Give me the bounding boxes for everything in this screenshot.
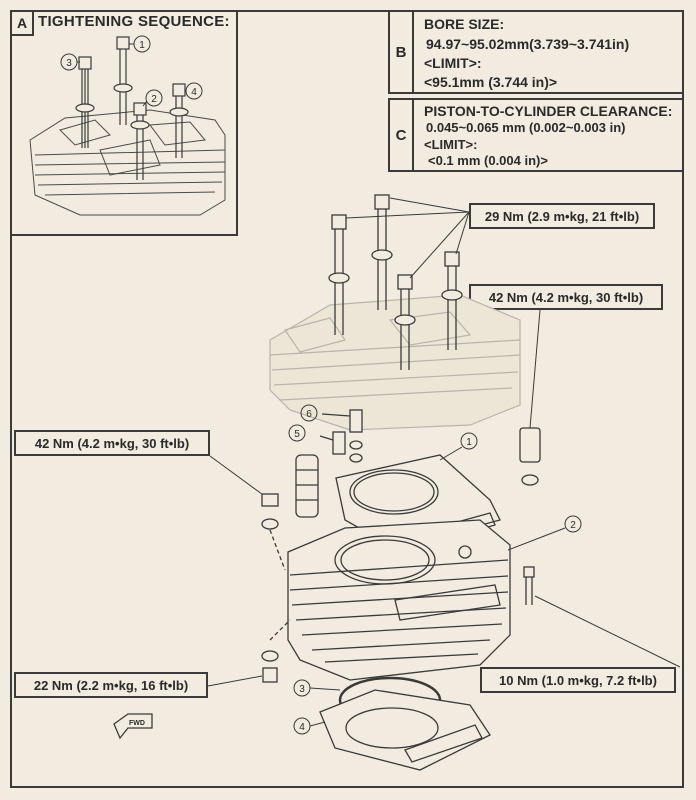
part-callout-6: 6 bbox=[306, 409, 312, 420]
part-callout-4: 4 bbox=[299, 722, 305, 733]
torque-leaders bbox=[207, 197, 681, 687]
torque-label-lower-nut: 22 Nm (2.2 m•kg, 16 ft•lb) bbox=[14, 672, 208, 698]
chain-guide bbox=[295, 454, 319, 518]
tightening-sequence-title: TIGHTENING SEQUENCE: bbox=[38, 13, 230, 30]
clearance-limit-value: <0.1 mm (0.004 in)> bbox=[428, 153, 548, 168]
part-callouts bbox=[288, 404, 582, 735]
head-nut-right bbox=[519, 427, 541, 486]
inset-callout-1: 1 bbox=[139, 40, 145, 51]
bore-size-value: 94.97~95.02mm(3.739~3.741in) bbox=[426, 36, 630, 52]
part-callout-2: 2 bbox=[570, 520, 576, 531]
page-frame bbox=[10, 10, 684, 788]
bore-limit-label: <LIMIT>: bbox=[424, 55, 482, 71]
torque-label-head-bolts: 29 Nm (2.9 m•kg, 21 ft•lb) bbox=[469, 203, 655, 229]
inset-sequence-callouts bbox=[60, 35, 203, 107]
bore-size-box: B BORE SIZE: 94.97~95.02mm(3.739~3.741in… bbox=[388, 10, 684, 94]
base-gasket bbox=[319, 689, 491, 771]
inset-callout-4: 4 bbox=[191, 87, 197, 98]
fwd-arrow-icon bbox=[113, 713, 153, 740]
part-callout-1: 1 bbox=[466, 437, 472, 448]
head-bolts bbox=[328, 194, 463, 370]
clearance-value: 0.045~0.065 mm (0.002~0.003 in) bbox=[426, 120, 626, 135]
inset-callout-2: 2 bbox=[151, 94, 157, 105]
part-callout-3: 3 bbox=[299, 684, 305, 695]
piston-clearance-box: C PISTON-TO-CYLINDER CLEARANCE: 0.045~0.… bbox=[388, 98, 684, 172]
dowel-pins bbox=[319, 409, 363, 463]
bore-size-title: BORE SIZE: bbox=[424, 16, 505, 32]
box-a-letter: A bbox=[12, 12, 34, 36]
clearance-limit-label: <LIMIT>: bbox=[424, 137, 478, 152]
cylinder-block bbox=[287, 519, 511, 681]
torque-label-left-nut: 42 Nm (4.2 m•kg, 30 ft•lb) bbox=[14, 430, 210, 456]
inset-callout-3: 3 bbox=[66, 58, 72, 69]
left-nut bbox=[261, 493, 286, 571]
side-bolt bbox=[523, 566, 535, 605]
lower-nut bbox=[261, 619, 291, 683]
fwd-label: FWD bbox=[129, 720, 145, 727]
box-c-letter: C bbox=[390, 100, 414, 170]
inset-bolts bbox=[75, 36, 189, 180]
inset-cylinder-head bbox=[29, 109, 226, 216]
cylinder-head-ghost bbox=[269, 294, 521, 431]
part-callout-5: 5 bbox=[294, 429, 300, 440]
torque-label-head-nut-right: 42 Nm (4.2 m•kg, 30 ft•lb) bbox=[469, 284, 663, 310]
clearance-title: PISTON-TO-CYLINDER CLEARANCE: bbox=[424, 103, 673, 119]
torque-label-side-bolt: 10 Nm (1.0 m•kg, 7.2 ft•lb) bbox=[480, 667, 676, 693]
bore-limit-value: <95.1mm (3.744 in)> bbox=[424, 74, 558, 90]
box-b-letter: B bbox=[390, 12, 414, 92]
